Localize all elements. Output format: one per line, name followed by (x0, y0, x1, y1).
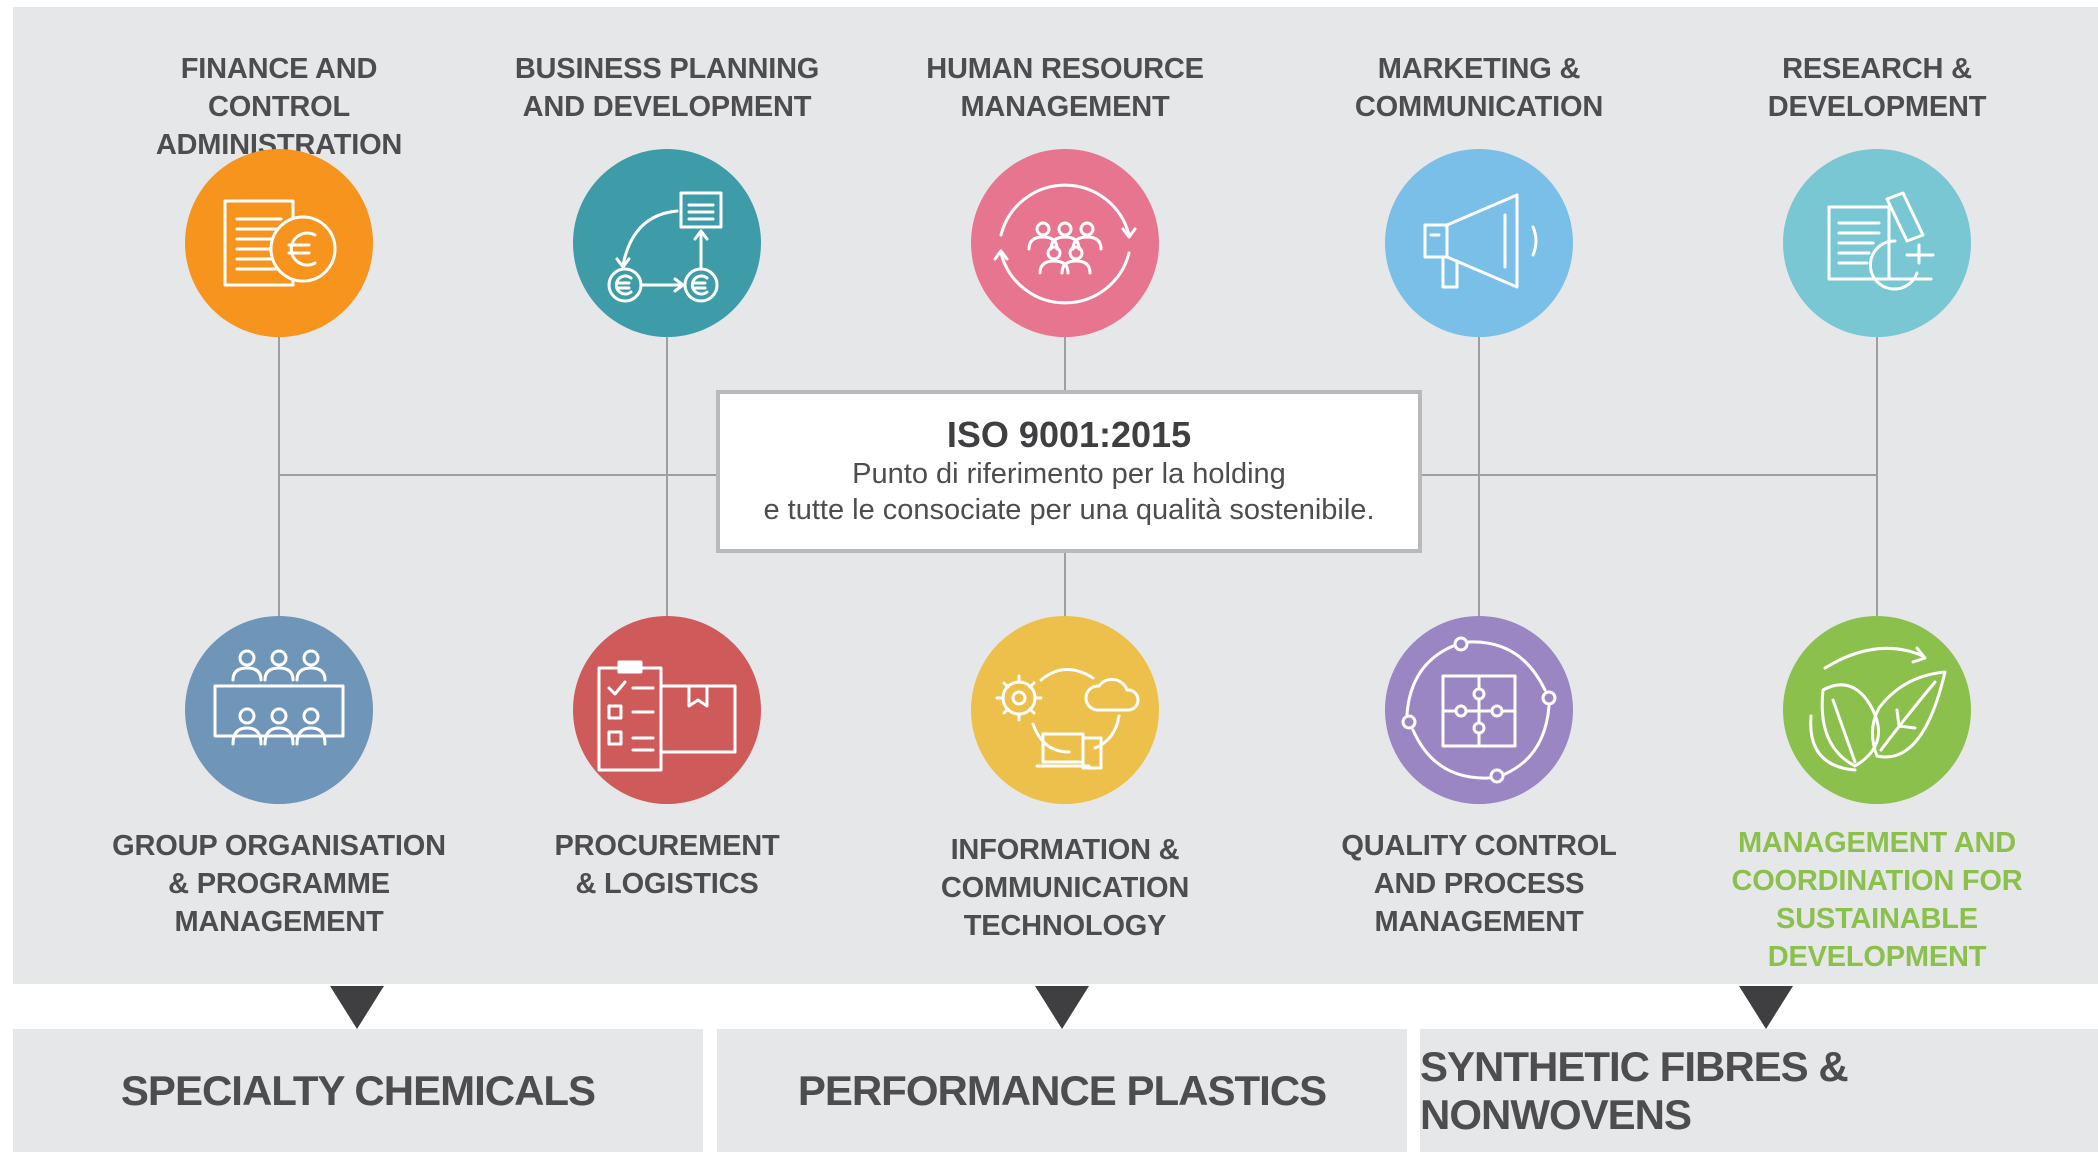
circle-marketing (1385, 149, 1573, 337)
division-synthetic-fibres: SYNTHETIC FIBRES & NONWOVENS (1420, 1029, 2098, 1152)
circle-finance-control (185, 149, 373, 337)
division-performance-plastics: PERFORMANCE PLASTICS (717, 1029, 1407, 1152)
circle-research (1783, 149, 1971, 337)
label-procurement: PROCUREMENT& LOGISTICS (554, 830, 780, 900)
division-specialty-chemicals: SPECIALTY CHEMICALS (13, 1029, 703, 1152)
arrow-synthetic-fibres (1739, 986, 1793, 1029)
megaphone-icon (1423, 193, 1538, 289)
label-marketing: MARKETING &COMMUNICATION (1354, 53, 1604, 123)
circle-sustainable-development (1783, 616, 1971, 804)
meeting-table-icon (213, 649, 345, 746)
arrow-specialty-chemicals (330, 986, 384, 1029)
iso-standard-box: ISO 9001:2015 Punto di riferimento per l… (716, 390, 1422, 553)
iso-description: Punto di riferimento per la holding e tu… (720, 456, 1418, 528)
circle-information-technology (971, 616, 1159, 804)
circle-group-organisation (185, 616, 373, 804)
circle-human-resource (971, 149, 1159, 337)
people-cycle-icon (993, 183, 1137, 305)
leaves-cycle-icon (1809, 646, 1947, 772)
iso-description-line-2: e tutte le consociate per una qualità so… (763, 494, 1375, 526)
arrow-performance-plastics (1035, 986, 1089, 1029)
gear-cloud-devices-icon (995, 668, 1140, 770)
circle-procurement (573, 616, 761, 804)
document-euro-icon (223, 199, 337, 287)
circle-quality-control (1385, 616, 1573, 804)
iso-description-line-1: Punto di riferimento per la holding (852, 458, 1286, 490)
checklist-box-icon (597, 660, 737, 772)
euro-cycle-icon (607, 191, 723, 303)
label-research: RESEARCH &DEVELOPMENT (1767, 53, 1987, 123)
circle-business-planning (573, 149, 761, 337)
puzzle-cycle-icon (1401, 636, 1557, 784)
iso-title: ISO 9001:2015 (946, 414, 1192, 455)
microscope-document-icon (1827, 191, 1935, 291)
